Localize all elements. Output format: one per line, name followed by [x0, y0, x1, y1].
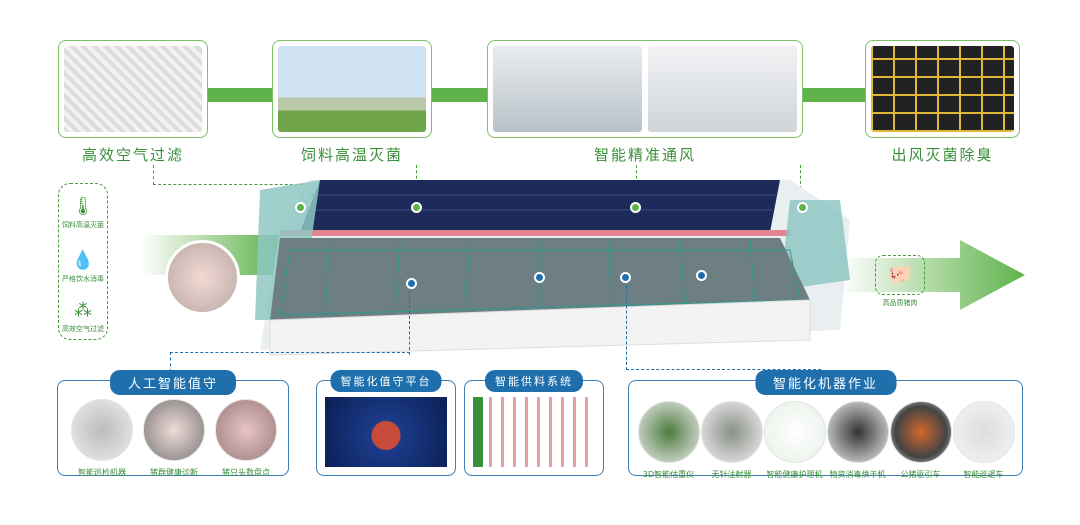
leader-line [153, 165, 303, 185]
air-filter-icon: ⁂ [74, 300, 92, 321]
panel-title: 智能化值守平台 [330, 370, 442, 392]
item-3d-weight-estimator: 3D智能估重仪 [637, 401, 700, 480]
item-needle-free-injector: 无针注射器 [700, 401, 763, 480]
side-panel: 🌡 饲料高温灭菌 💧 严格饮水消毒 ⁂ 高效空气过滤 [58, 183, 108, 340]
side-item: ⁂ 高效空气过滤 [59, 300, 107, 334]
item-health-care-machine: 智能健康护理机 [763, 401, 826, 480]
item-label: 无针注射器 [711, 470, 752, 479]
item-label: 猪群健康诊断 [150, 468, 198, 477]
leader-line [170, 290, 410, 355]
item-head-count: 猪只头数盘点 [210, 399, 282, 478]
marker-blue [406, 278, 417, 289]
item-inspection-robot: 智能巡检机器 [66, 399, 138, 478]
leader-line [170, 352, 410, 372]
item-boar-cart: 公猪驱引车 [889, 401, 952, 480]
panel-machine-operations: 智能化机器作业 3D智能估重仪 无针注射器 智能健康护理机 物资消毒烘干机 公猪… [628, 370, 1023, 479]
label-air-filter: 高效空气过滤 [81, 146, 184, 164]
side-item-label: 饲料高温灭菌 [62, 221, 104, 229]
connector-bar [430, 88, 490, 102]
item-label: 智能巡逻车 [963, 470, 1004, 479]
pig-output: 🐖 高品质猪肉 [872, 255, 928, 308]
solar-panels [300, 180, 780, 232]
marker-green [630, 202, 641, 213]
label-ventilation: 智能精准通风 [593, 146, 696, 164]
connector-bar [205, 88, 275, 102]
label-feed-sterilization: 饲料高温灭菌 [300, 146, 403, 164]
output-arrow [840, 240, 1025, 310]
item-patrol-vehicle: 智能巡逻车 [952, 401, 1015, 480]
pen-photo-1 [493, 46, 642, 132]
item-label: 物资消毒烘干机 [829, 470, 886, 479]
exhaust-photo [871, 46, 1014, 132]
marker-green [797, 202, 808, 213]
connector-bar [800, 88, 868, 102]
item-disinfection-dryer: 物资消毒烘干机 [826, 401, 889, 480]
marker-blue [534, 272, 545, 283]
side-item: 💧 严格饮水消毒 [59, 250, 107, 284]
leader-line [626, 285, 821, 370]
side-item: 🌡 饲料高温灭菌 [59, 196, 107, 230]
item-label: 公猪驱引车 [900, 470, 941, 479]
marker-green [295, 202, 306, 213]
item-label: 3D智能估重仪 [642, 470, 695, 479]
marker-blue [620, 272, 631, 283]
panel-monitoring-platform: 智能化值守平台 [316, 370, 456, 476]
panel-title: 智能化机器作业 [754, 370, 897, 395]
roof-ridge [280, 230, 790, 236]
marker-green [411, 202, 422, 213]
section-ventilation [487, 40, 803, 138]
marker-blue [696, 270, 707, 281]
label-exhaust: 出风灭菌除臭 [891, 146, 994, 164]
section-air-filter [58, 40, 208, 138]
dashboard-screenshot [325, 397, 447, 467]
thermometer-icon: 🌡 [71, 196, 95, 217]
item-label: 智能健康护理机 [766, 470, 823, 479]
item-health-diagnosis: 猪群健康诊断 [138, 399, 210, 478]
item-label: 猪只头数盘点 [222, 468, 270, 477]
output-label: 高品质猪肉 [882, 299, 918, 307]
section-exhaust-sterilization [865, 40, 1020, 138]
section-feed-sterilization [272, 40, 432, 138]
item-label: 智能巡检机器 [78, 468, 126, 477]
water-drop-icon: 💧 [71, 250, 95, 271]
panel-title: 智能供料系统 [485, 370, 583, 392]
feed-tower-photo [278, 46, 426, 132]
piglet-photo [165, 240, 240, 315]
side-item-label: 严格饮水消毒 [62, 275, 104, 283]
side-item-label: 高效空气过滤 [62, 325, 104, 333]
feeding-screenshot [473, 397, 595, 467]
pig-icon: 🐖 [875, 255, 925, 295]
panel-ai-monitoring: 人工智能值守 智能巡检机器 猪群健康诊断 猪只头数盘点 [57, 370, 289, 478]
panel-title: 人工智能值守 [109, 370, 237, 395]
leader-line [800, 165, 943, 205]
pen-photo-2 [648, 46, 797, 132]
panel-feeding-system: 智能供料系统 [464, 370, 604, 476]
air-filter-photo [64, 46, 202, 132]
